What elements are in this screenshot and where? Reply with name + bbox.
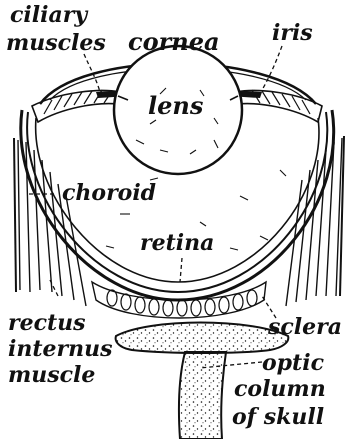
label-iris: iris (272, 20, 313, 46)
label-cornea: cornea (128, 27, 220, 56)
label-optic: optic (262, 350, 325, 376)
leader-iris (262, 46, 282, 90)
label-muscle: muscle (8, 362, 95, 388)
label-sclera: sclera (267, 314, 342, 340)
retina-cells (92, 282, 266, 318)
label-choroid: choroid (62, 180, 156, 206)
label-lens: lens (148, 91, 204, 120)
label-of-skull: of skull (232, 404, 324, 430)
leader-retina (180, 258, 182, 282)
label-muscles: muscles (6, 30, 106, 56)
label-rectus: rectus (8, 310, 86, 336)
label-retina: retina (140, 230, 214, 256)
skull-base (116, 323, 289, 354)
label-column: column (234, 376, 326, 402)
optic-column (179, 352, 226, 439)
label-ciliary: ciliary (10, 2, 89, 28)
label-internus: internus (8, 336, 112, 362)
